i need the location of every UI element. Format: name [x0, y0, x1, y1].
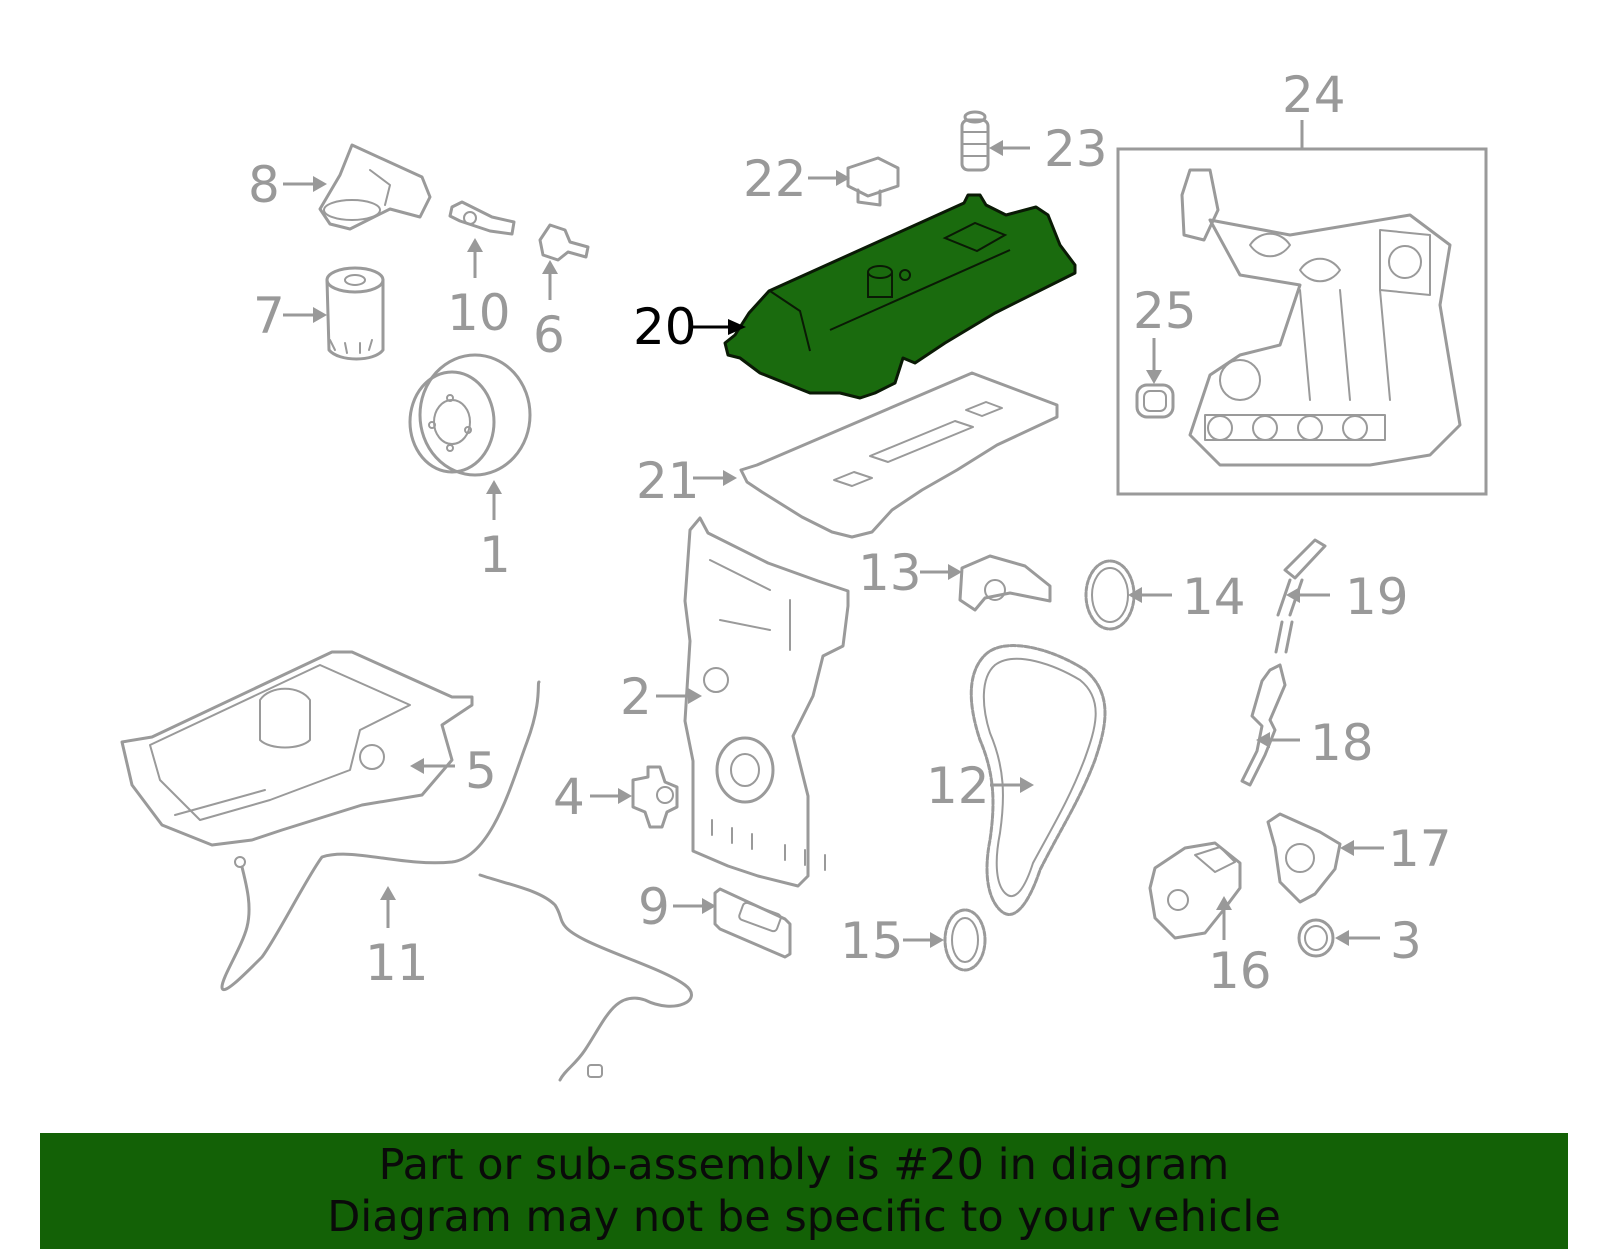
part-3-o-ring[interactable]: [1297, 918, 1335, 958]
callout-24[interactable]: 24: [1282, 66, 1346, 124]
part-12-timing-chain[interactable]: [969, 644, 1107, 916]
part-25-gasket[interactable]: [1135, 383, 1175, 419]
part-7-oil-filter[interactable]: [325, 266, 385, 361]
part-14-cam-sprocket[interactable]: [1084, 559, 1136, 631]
part-17-cover-gasket[interactable]: [1266, 812, 1342, 904]
callout-2[interactable]: 2: [620, 668, 652, 726]
callout-19[interactable]: 19: [1345, 568, 1409, 626]
part-18-dipstick-tube[interactable]: [1240, 663, 1287, 787]
callout-6[interactable]: 6: [533, 306, 565, 364]
callout-21[interactable]: 21: [636, 452, 700, 510]
info-banner: Part or sub-assembly is #20 in diagram D…: [40, 1133, 1568, 1249]
callout-22[interactable]: 22: [743, 150, 807, 208]
part-9-seal-plate[interactable]: [713, 887, 792, 959]
callout-25[interactable]: 25: [1133, 282, 1197, 340]
callout-14[interactable]: 14: [1182, 568, 1246, 626]
callout-18[interactable]: 18: [1310, 714, 1374, 772]
part-4-cam-sensor[interactable]: [631, 765, 679, 829]
part-15-crank-sprocket[interactable]: [943, 908, 987, 972]
part-1-crank-pulley[interactable]: [408, 353, 532, 477]
callout-12[interactable]: 12: [926, 757, 990, 815]
part-22-oil-cap[interactable]: [846, 156, 900, 207]
part-6-sensor[interactable]: [538, 223, 590, 262]
callout-13[interactable]: 13: [858, 544, 922, 602]
callout-3[interactable]: 3: [1390, 912, 1422, 970]
part-13-tensioner-arm[interactable]: [958, 554, 1052, 612]
callout-4[interactable]: 4: [553, 768, 585, 826]
callout-7[interactable]: 7: [253, 287, 285, 345]
callout-23[interactable]: 23: [1044, 120, 1108, 178]
callout-9[interactable]: 9: [638, 878, 670, 936]
callout-1[interactable]: 1: [479, 526, 511, 584]
callout-20[interactable]: 20: [633, 298, 697, 356]
part-10-sensor[interactable]: [448, 200, 516, 236]
banner-line-part-number: Part or sub-assembly is #20 in diagram: [378, 1140, 1230, 1190]
callout-16[interactable]: 16: [1208, 942, 1272, 1000]
part-2-timing-cover[interactable]: [683, 516, 850, 888]
callout-5[interactable]: 5: [465, 742, 497, 800]
callout-10[interactable]: 10: [447, 284, 511, 342]
callout-17[interactable]: 17: [1388, 820, 1452, 878]
part-16-pump-housing[interactable]: [1148, 841, 1242, 940]
part-24-intake-manifold[interactable]: [1180, 168, 1462, 467]
part-11-harness[interactable]: [220, 680, 693, 1082]
callout-15[interactable]: 15: [840, 912, 904, 970]
part-5-oil-pan[interactable]: [120, 650, 474, 847]
callout-11[interactable]: 11: [365, 934, 429, 992]
part-20-valve-cover[interactable]: [723, 193, 1077, 400]
part-8-filter-adapter[interactable]: [318, 143, 432, 231]
part-21-valve-cover-gasket[interactable]: [739, 371, 1059, 539]
callout-8[interactable]: 8: [248, 156, 280, 214]
banner-line-disclaimer: Diagram may not be specific to your vehi…: [327, 1192, 1281, 1242]
part-23-bushing[interactable]: [960, 110, 990, 172]
